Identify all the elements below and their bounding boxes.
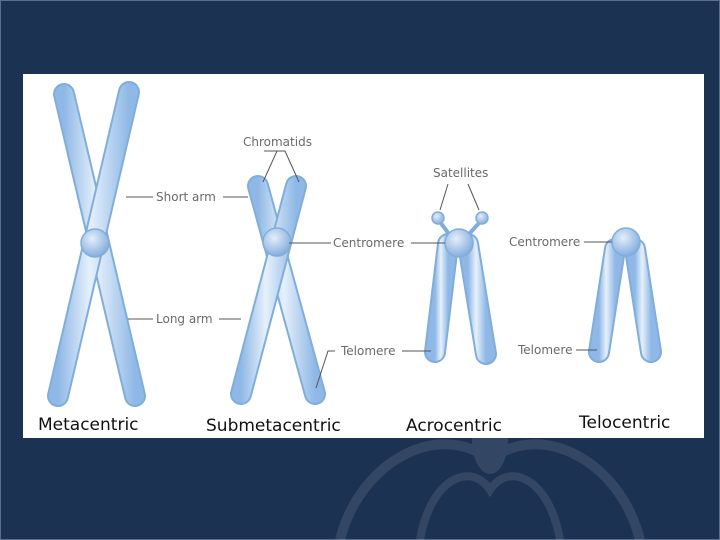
telomere-label: Telomere bbox=[340, 344, 395, 358]
centromere-label-telocentric: Centromere bbox=[509, 235, 580, 249]
acrocentric-chromosome bbox=[432, 212, 488, 354]
metacentric-label: Metacentric bbox=[38, 415, 139, 435]
short-arm-label: Short arm bbox=[156, 190, 216, 204]
centromere bbox=[612, 228, 640, 256]
telocentric-chromosome bbox=[599, 228, 651, 352]
centromere bbox=[445, 229, 473, 257]
metacentric-chromosome bbox=[58, 92, 135, 396]
centromere bbox=[81, 229, 109, 257]
chromosome-diagram: Chromatids Short arm Long arm Centromere… bbox=[23, 74, 704, 438]
submetacentric-chromosome bbox=[241, 186, 315, 394]
telocentric-label: Telocentric bbox=[578, 413, 670, 433]
centromere bbox=[263, 228, 291, 256]
satellites-leader bbox=[440, 184, 448, 210]
centromere-label: Centromere bbox=[333, 236, 404, 250]
chromosome-diagram-panel: Chromatids Short arm Long arm Centromere… bbox=[23, 74, 704, 438]
submetacentric-label: Submetacentric bbox=[206, 416, 341, 436]
chromatids-label: Chromatids bbox=[243, 135, 312, 149]
chromatids-leader bbox=[263, 151, 277, 182]
telomere-label-telocentric: Telomere bbox=[517, 343, 572, 357]
satellite bbox=[476, 212, 488, 224]
satellites-label: Satellites bbox=[433, 166, 488, 180]
acrocentric-label: Acrocentric bbox=[406, 416, 502, 436]
satellite bbox=[432, 212, 444, 224]
long-arm-label: Long arm bbox=[156, 312, 213, 326]
